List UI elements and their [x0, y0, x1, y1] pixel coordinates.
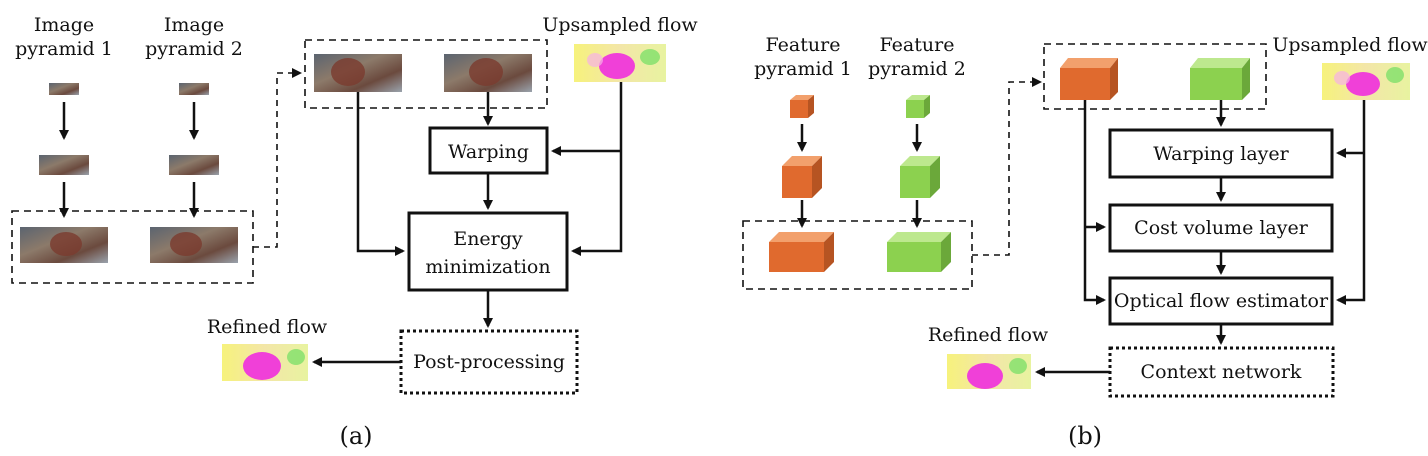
feature-cube-medium: [900, 156, 940, 198]
cost-volume-layer-box: [1108, 203, 1334, 253]
image-pyramid-2: [150, 83, 238, 263]
image-thumb-small: [49, 83, 79, 95]
feature-pyramid-2-label-line2: pyramid 2: [868, 58, 966, 80]
feature-cube-large: [887, 232, 951, 272]
post-processing-label: Post-processing: [413, 351, 565, 373]
feature-pyramid-1-label-line1: Feature: [766, 34, 841, 56]
context-network-box: [1108, 346, 1335, 398]
refined-flow-image: [947, 354, 1031, 389]
refined-flow-label: Refined flow: [928, 324, 1049, 346]
image-pyramid-1: [20, 83, 108, 263]
cost-volume-layer-label: Cost volume layer: [1134, 217, 1309, 239]
optical-flow-estimator-label: Optical flow estimator: [1114, 290, 1329, 312]
feature-pyramid-2: [887, 95, 951, 272]
feature-cube-green: [1190, 58, 1250, 100]
feature-cube-small: [906, 95, 930, 118]
image-pyramid-2-label-line1: Image: [164, 14, 224, 36]
image-thumb-medium: [39, 155, 89, 175]
energy-minimization-box: [407, 211, 569, 292]
image-thumb-small: [179, 83, 209, 95]
panel-a-caption: (a): [339, 422, 372, 450]
feature-cube-large: [769, 232, 834, 272]
image-pyramid-2-label-line2: pyramid 2: [145, 38, 243, 60]
feature-level-group: [742, 220, 973, 290]
refined-flow-image: [222, 344, 308, 381]
feature-pyramid-1-label-line2: pyramid 1: [754, 58, 852, 80]
panel-b: Feature pyramid 1 Feature pyramid 2: [742, 34, 1428, 450]
energy-minimization-label-line2: minimization: [425, 256, 550, 278]
post-processing-box: [399, 329, 579, 395]
upsampled-flow-label: Upsampled flow: [542, 14, 698, 36]
warping-label: Warping: [448, 141, 529, 163]
panel-b-caption: (b): [1068, 422, 1102, 450]
image-pyramid-1-label-line2: pyramid 1: [15, 38, 113, 60]
warping-layer-label: Warping layer: [1153, 143, 1289, 165]
feature-pair-group: [1043, 43, 1267, 110]
feature-pyramid-2-label-line1: Feature: [880, 34, 955, 56]
upsampled-flow-label: Upsampled flow: [1272, 34, 1428, 56]
image-pair-group: [304, 39, 548, 109]
image-thumb-medium: [169, 155, 219, 175]
feature-cube-small: [790, 95, 814, 118]
upsampled-flow-image: [1322, 63, 1410, 100]
image-pyramid-1-label-line1: Image: [34, 14, 94, 36]
upsampled-flow-image: [574, 44, 666, 82]
warping-box: [428, 126, 549, 175]
feature-cube-orange: [1060, 58, 1118, 100]
refined-flow-label: Refined flow: [207, 316, 328, 338]
feature-pyramid-1: [769, 95, 834, 272]
energy-minimization-label-line1: Energy: [453, 228, 523, 250]
panel-a: Image pyramid 1 Image pyramid 2: [11, 14, 698, 450]
context-network-label: Context network: [1141, 361, 1302, 383]
feature-cube-medium: [782, 156, 822, 198]
warping-layer-box: [1108, 128, 1334, 179]
